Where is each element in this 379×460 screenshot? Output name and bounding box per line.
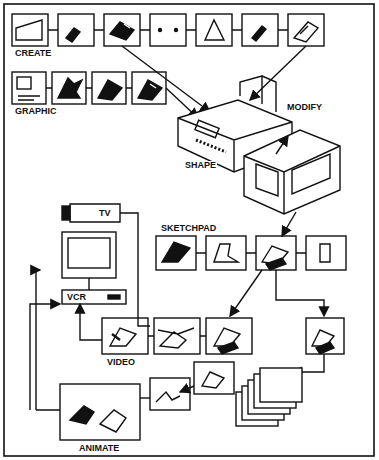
section-label: MODIFY	[286, 103, 323, 112]
section-label: SKETCHPAD	[160, 224, 217, 233]
section-label: VIDEO	[106, 358, 136, 367]
device-label: VCR	[66, 293, 87, 302]
device-label: TV	[98, 209, 112, 218]
section-label: ANIMATE	[78, 444, 120, 453]
section-label: CREATE	[14, 49, 52, 58]
section-label: GRAPHIC	[14, 107, 58, 116]
section-label: SHAPE	[184, 161, 217, 170]
